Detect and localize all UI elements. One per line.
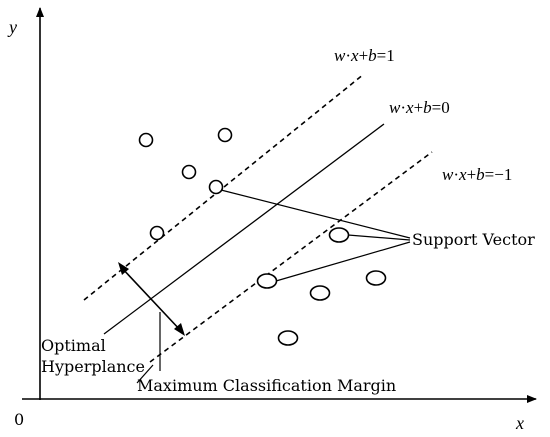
- x-axis-label: x: [516, 413, 524, 433]
- margin-arrow: [119, 265, 183, 333]
- support-vector-pointer: [275, 241, 411, 282]
- optimal-label-line2: Hyperplance: [41, 357, 145, 376]
- support-vector-pointer: [220, 189, 411, 239]
- eq-rhs: =0: [431, 98, 450, 117]
- eq-x: x: [406, 98, 414, 117]
- eq-x: x: [459, 165, 467, 184]
- eq-rhs: =1: [376, 46, 395, 65]
- eq-w: w: [389, 98, 401, 117]
- margin-arrow-head-bottom: [174, 323, 185, 336]
- data-point: [365, 270, 387, 286]
- eq-plus: +: [358, 46, 369, 65]
- support-vector-pointer: [347, 234, 411, 241]
- optimal-hyperplane-pointer: [136, 364, 154, 384]
- eq-x: x: [351, 46, 359, 65]
- equation-zero: w·x+b=0: [389, 99, 450, 116]
- equation-minus-one: w·x+b=−1: [442, 166, 512, 183]
- upper-margin-line: [83, 73, 365, 301]
- eq-plus: +: [413, 98, 424, 117]
- data-point: [217, 127, 233, 143]
- data-point: [309, 285, 331, 301]
- eq-dot: ·: [345, 46, 352, 65]
- optimal-label-line1: Optimal: [41, 336, 106, 355]
- eq-plus: +: [466, 165, 477, 184]
- margin-arrow-head-top: [118, 262, 129, 275]
- lower-margin-line: [149, 151, 433, 363]
- eq-dot: ·: [453, 165, 460, 184]
- max-margin-label: Maximum Classification Margin: [137, 376, 397, 395]
- equation-plus-one: w·x+b=1: [334, 47, 395, 64]
- origin-label: 0: [14, 410, 25, 429]
- data-point: [138, 132, 154, 148]
- data-point: [181, 164, 197, 180]
- support-vector-point: [208, 179, 224, 195]
- eq-b: b: [423, 98, 432, 117]
- eq-b: b: [368, 46, 377, 65]
- support-vector-point: [149, 225, 165, 241]
- eq-b: b: [476, 165, 485, 184]
- support-vector-point: [256, 273, 278, 289]
- support-vector-label: Support Vector: [412, 230, 535, 249]
- eq-dot: ·: [400, 98, 407, 117]
- y-axis-label: y: [9, 17, 17, 37]
- data-point: [277, 330, 299, 346]
- eq-w: w: [334, 46, 346, 65]
- eq-w: w: [442, 165, 454, 184]
- eq-rhs: =−1: [484, 165, 513, 184]
- support-vector-point: [328, 227, 350, 243]
